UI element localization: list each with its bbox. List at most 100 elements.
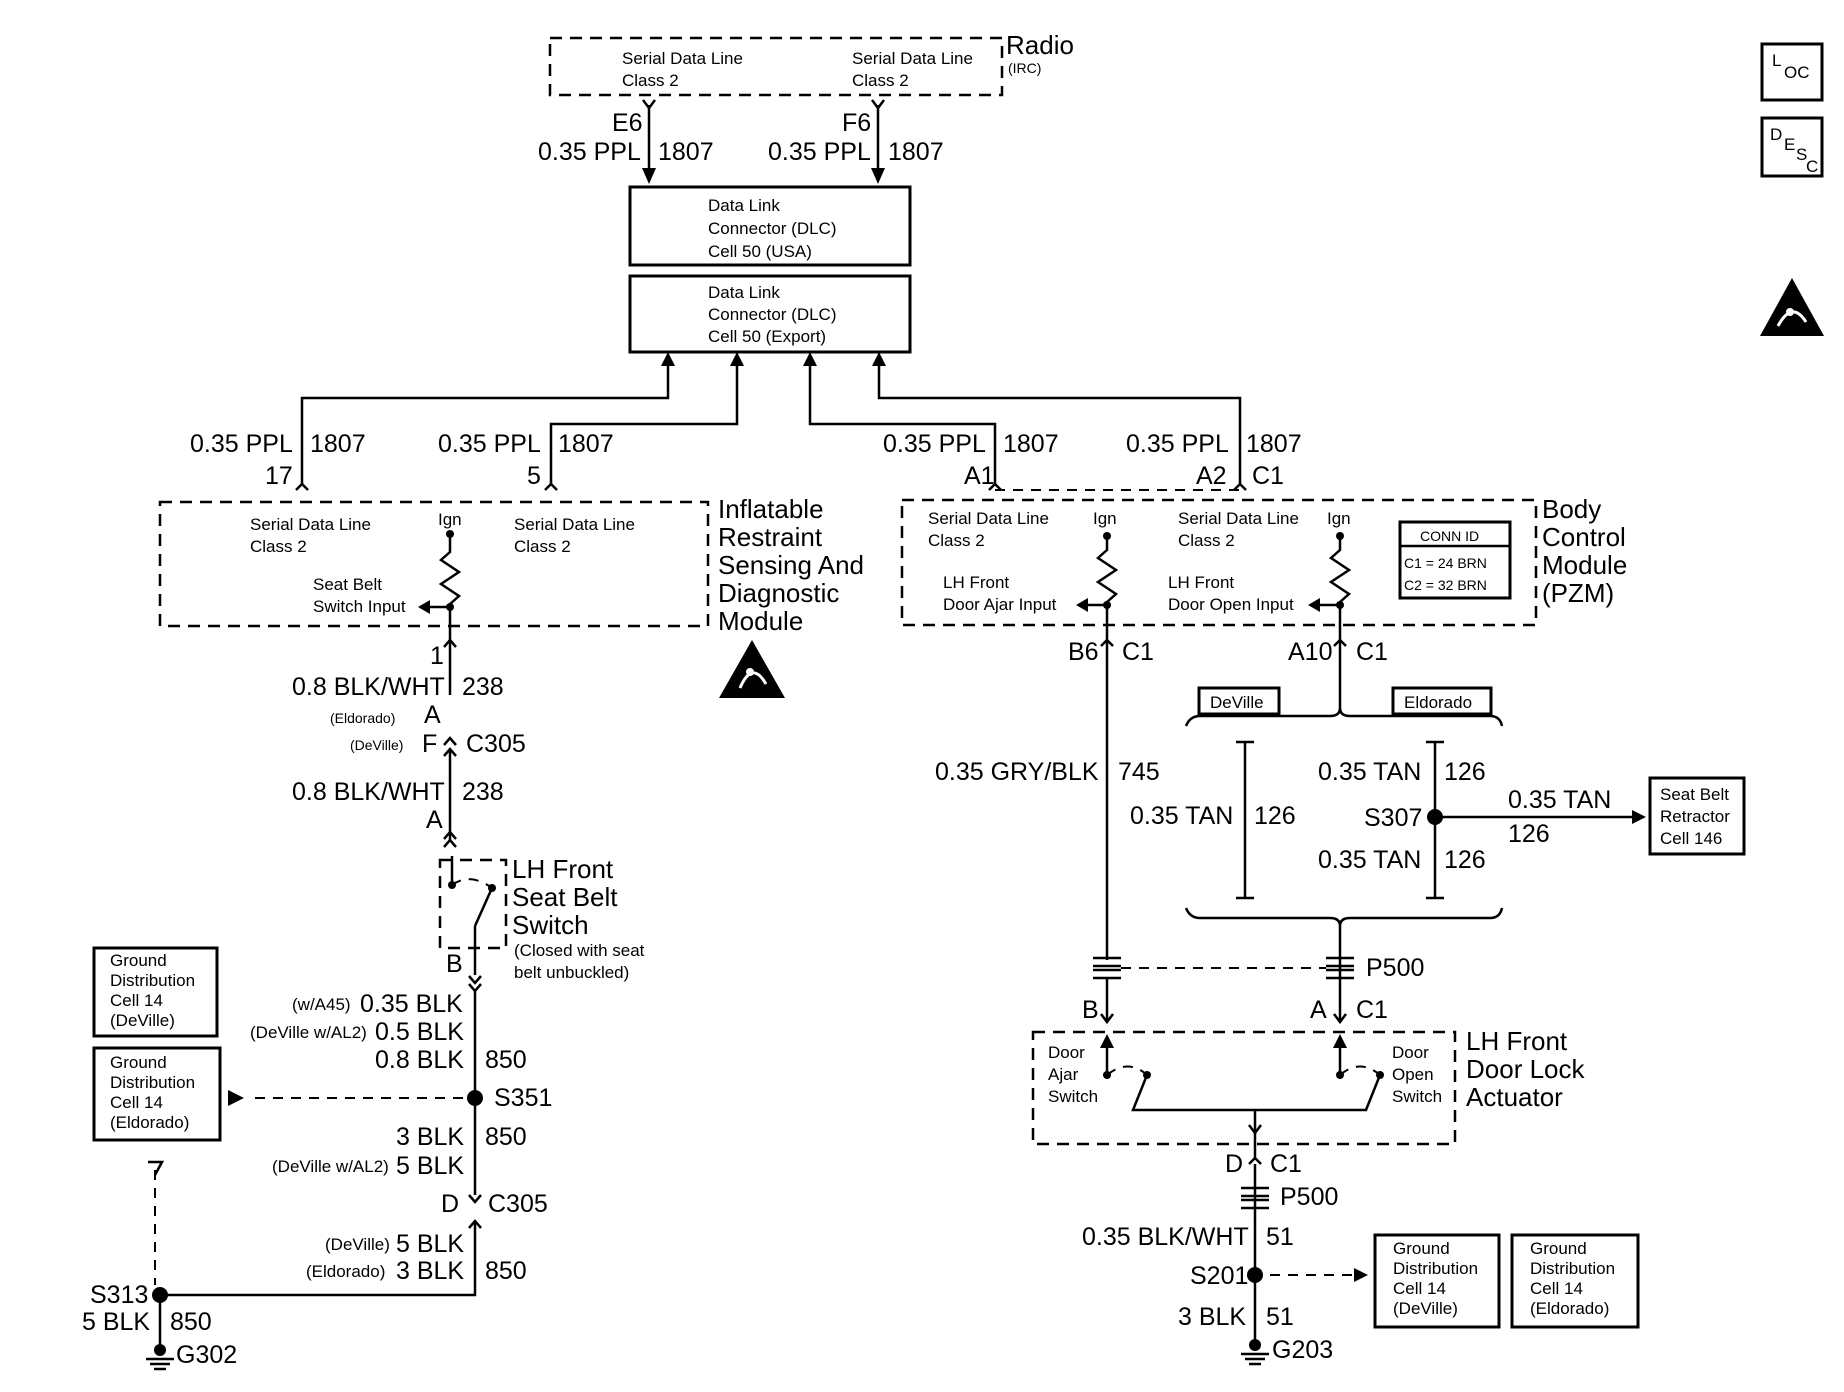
svg-text:Class 2: Class 2 <box>514 537 571 556</box>
svg-text:(DeVille): (DeVille) <box>1393 1299 1458 1318</box>
svg-text:S201: S201 <box>1190 1262 1248 1290</box>
svg-text:L: L <box>1772 51 1781 70</box>
svg-text:Ground: Ground <box>110 951 167 970</box>
svg-text:D: D <box>441 1190 459 1218</box>
svg-text:0.35 BLK/WHT: 0.35 BLK/WHT <box>1082 1223 1249 1251</box>
svg-text:3 BLK: 3 BLK <box>396 1257 464 1285</box>
svg-text:0.5 BLK: 0.5 BLK <box>375 1018 464 1046</box>
svg-text:850: 850 <box>485 1257 527 1285</box>
svg-text:(DeVille): (DeVille) <box>350 737 403 753</box>
bcm-a1-wire-circuit: 1807 <box>1003 430 1059 458</box>
svg-text:Ign: Ign <box>438 510 462 529</box>
svg-text:F: F <box>422 730 437 758</box>
dlc-usa-box: Data Link Connector (DLC) Cell 50 (USA) <box>628 185 912 267</box>
radio-left-line1: Serial Data Line <box>622 49 743 68</box>
svg-text:D: D <box>1770 125 1782 144</box>
svg-text:0.8 BLK: 0.8 BLK <box>375 1046 464 1074</box>
svg-text:Cell 146: Cell 146 <box>1660 829 1722 848</box>
svg-text:C1: C1 <box>1356 996 1388 1024</box>
svg-text:Ign: Ign <box>1327 509 1351 528</box>
svg-text:Serial Data Line: Serial Data Line <box>1178 509 1299 528</box>
svg-text:Door Open Input: Door Open Input <box>1168 595 1294 614</box>
radio-left-wire-size: 0.35 PPL <box>538 138 641 166</box>
svg-text:Door: Door <box>1048 1043 1085 1062</box>
svg-text:Door Ajar Input: Door Ajar Input <box>943 595 1057 614</box>
svg-text:126: 126 <box>1444 846 1486 874</box>
svg-text:LH Front: LH Front <box>943 573 1009 592</box>
svg-text:C1: C1 <box>1356 638 1388 666</box>
svg-text:Body: Body <box>1542 494 1601 524</box>
svg-text:Distribution: Distribution <box>1530 1259 1615 1278</box>
svg-text:5 BLK: 5 BLK <box>396 1152 464 1180</box>
svg-text:Door Lock: Door Lock <box>1466 1054 1585 1084</box>
radio-name: Radio <box>1006 30 1074 60</box>
svg-text:Ground: Ground <box>110 1053 167 1072</box>
svg-text:LH Front: LH Front <box>512 854 614 884</box>
svg-text:C305: C305 <box>488 1190 548 1218</box>
svg-text:Retractor: Retractor <box>1660 807 1730 826</box>
svg-text:Open: Open <box>1392 1065 1434 1084</box>
svg-text:Class 2: Class 2 <box>928 531 985 550</box>
svg-text:Connector (DLC): Connector (DLC) <box>708 305 837 324</box>
svg-text:Actuator: Actuator <box>1466 1082 1563 1112</box>
radio-right-line2: Class 2 <box>852 71 909 90</box>
variant-label-eldorado: Eldorado <box>1391 686 1493 716</box>
svg-text:Door: Door <box>1392 1043 1429 1062</box>
svg-text:Switch: Switch <box>512 910 589 940</box>
door-lock-actuator: Door Ajar Switch Door Open Switch LH Fro… <box>1031 1026 1585 1160</box>
radio-pin-e6: E6 <box>612 109 643 137</box>
radio-sub: (IRC) <box>1008 60 1041 76</box>
sdm-pin5-wire-size: 0.35 PPL <box>438 430 541 458</box>
svg-text:S: S <box>1796 145 1807 164</box>
radio-pin-f6: F6 <box>842 109 871 137</box>
loc-icon[interactable]: L OC <box>1760 42 1824 102</box>
svg-text:850: 850 <box>485 1123 527 1151</box>
svg-text:belt unbuckled): belt unbuckled) <box>514 963 629 982</box>
bcm-a1-wire-size: 0.35 PPL <box>883 430 986 458</box>
svg-text:Module: Module <box>1542 550 1627 580</box>
svg-text:Data Link: Data Link <box>708 196 780 215</box>
radio-module: Serial Data Line Class 2 Serial Data Lin… <box>548 30 1074 97</box>
svg-text:(DeVille w/AL2): (DeVille w/AL2) <box>272 1157 389 1176</box>
radio-right-line1: Serial Data Line <box>852 49 973 68</box>
svg-text:850: 850 <box>485 1046 527 1074</box>
sdm-module: Serial Data Line Class 2 Serial Data Lin… <box>158 494 864 640</box>
bcm-a2-wire-size: 0.35 PPL <box>1126 430 1229 458</box>
svg-text:S307: S307 <box>1364 804 1422 832</box>
svg-text:Ajar: Ajar <box>1048 1065 1079 1084</box>
svg-text:C2 = 32 BRN: C2 = 32 BRN <box>1404 577 1487 593</box>
variant-label-deville: DeVille <box>1197 686 1281 716</box>
svg-text:B6: B6 <box>1068 638 1099 666</box>
svg-text:Switch: Switch <box>1392 1087 1442 1106</box>
bcm-module: Serial Data Line Class 2 Serial Data Lin… <box>900 494 1627 640</box>
svg-text:850: 850 <box>170 1308 212 1336</box>
svg-text:Eldorado: Eldorado <box>1404 693 1472 712</box>
sdm-pin-17: 17 <box>265 462 293 490</box>
svg-text:0.35 TAN: 0.35 TAN <box>1318 758 1421 786</box>
svg-text:745: 745 <box>1118 758 1160 786</box>
svg-text:Cell 14: Cell 14 <box>1393 1279 1446 1298</box>
svg-text:5 BLK: 5 BLK <box>82 1308 150 1336</box>
svg-text:Connector (DLC): Connector (DLC) <box>708 219 837 238</box>
airbag-warning-icon <box>719 640 785 698</box>
svg-text:LH Front: LH Front <box>1466 1026 1568 1056</box>
svg-text:A: A <box>426 806 443 834</box>
svg-text:(Eldorado): (Eldorado) <box>306 1262 385 1281</box>
svg-text:0.35 GRY/BLK: 0.35 GRY/BLK <box>935 758 1099 786</box>
svg-text:51: 51 <box>1266 1223 1294 1251</box>
svg-text:D: D <box>1225 1150 1243 1178</box>
seat-belt-switch: LH Front Seat Belt Switch (Closed with s… <box>438 854 645 982</box>
svg-text:C1: C1 <box>1270 1150 1302 1178</box>
svg-text:0.35 TAN: 0.35 TAN <box>1508 786 1611 814</box>
desc-icon[interactable]: D E S C <box>1760 116 1824 178</box>
svg-text:0.35 TAN: 0.35 TAN <box>1130 802 1233 830</box>
svg-text:238: 238 <box>462 778 504 806</box>
svg-text:S351: S351 <box>494 1084 552 1112</box>
svg-text:Inflatable: Inflatable <box>718 494 824 524</box>
svg-text:C1: C1 <box>1122 638 1154 666</box>
dlc-export-box: Data Link Connector (DLC) Cell 50 (Expor… <box>628 274 912 354</box>
sdm-pin5-wire-circuit: 1807 <box>558 430 614 458</box>
svg-text:Serial Data Line: Serial Data Line <box>514 515 635 534</box>
svg-text:Cell 14: Cell 14 <box>1530 1279 1583 1298</box>
